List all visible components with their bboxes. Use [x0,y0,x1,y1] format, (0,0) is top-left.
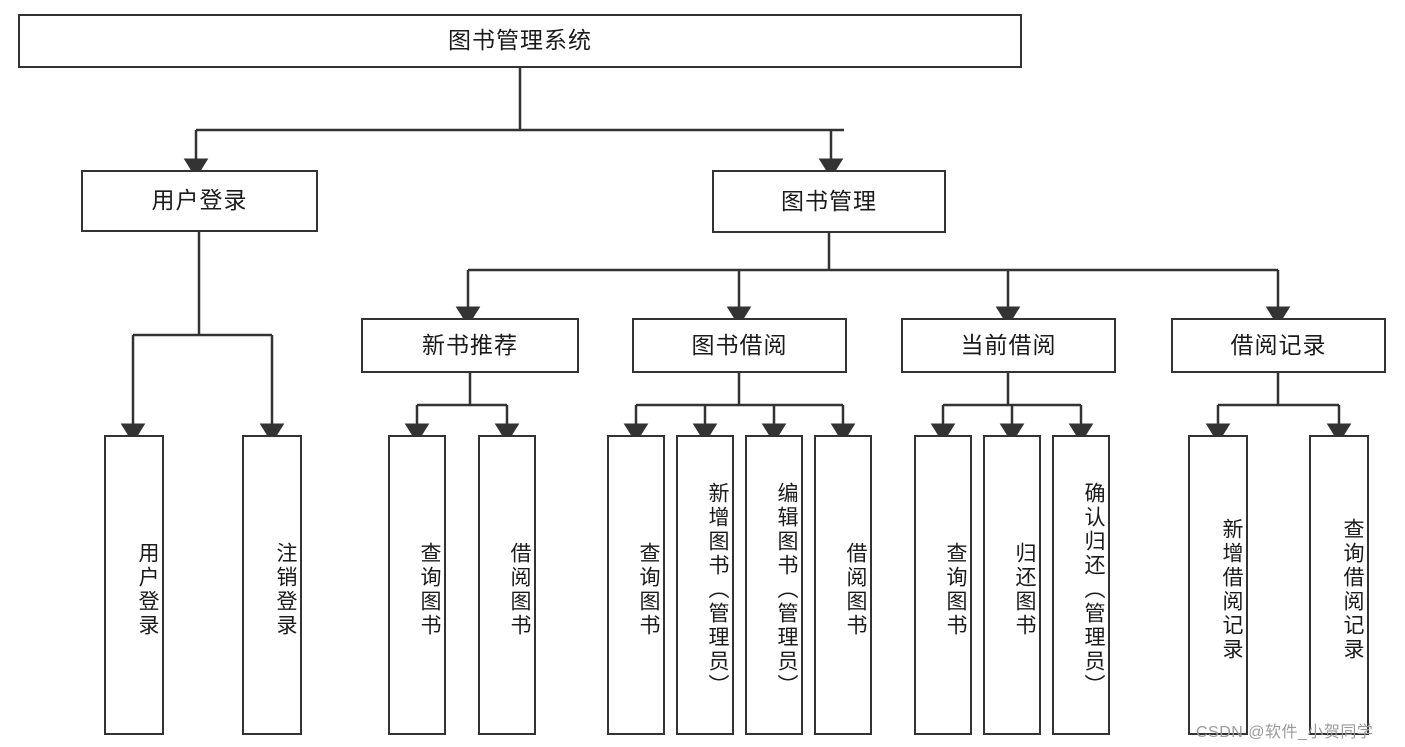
node-root[interactable]: 图书管理系统 [18,14,1022,68]
leaf-query-book-c-label: 查询图书 [944,542,967,638]
node-user-login-label: 用户登录 [151,187,248,214]
leaf-return-book[interactable]: 归还图书 [983,435,1041,735]
node-new-book-recommend[interactable]: 新书推荐 [361,318,579,373]
leaf-user-login[interactable]: 用户登录 [104,435,164,735]
node-borrow-record[interactable]: 借阅记录 [1171,318,1386,373]
leaf-borrow-book-b-label: 借阅图书 [844,542,867,638]
leaf-user-login-label: 用户登录 [136,542,159,638]
node-current-borrow-label: 当前借阅 [960,331,1057,358]
leaf-add-record-label: 新增借阅记录 [1220,518,1243,662]
node-user-login[interactable]: 用户登录 [81,170,318,232]
node-book-manage[interactable]: 图书管理 [712,170,946,233]
leaf-return-book-label: 归还图书 [1013,542,1036,638]
leaf-add-book-label: 新增图书（管理员） [706,482,729,698]
leaf-add-book[interactable]: 新增图书（管理员） [676,435,734,735]
leaf-edit-book[interactable]: 编辑图书（管理员） [745,435,803,735]
watermark: CSDN @软件_小贺同学 [1196,724,1374,741]
leaf-user-logout-label: 注销登录 [274,542,297,638]
node-book-borrow[interactable]: 图书借阅 [632,318,847,373]
node-borrow-record-label: 借阅记录 [1230,331,1327,358]
node-new-book-recommend-label: 新书推荐 [422,331,518,358]
leaf-borrow-book-b[interactable]: 借阅图书 [814,435,872,735]
leaf-confirm-return[interactable]: 确认归还（管理员） [1052,435,1110,735]
leaf-query-record[interactable]: 查询借阅记录 [1309,435,1369,735]
leaf-borrow-book-a-label: 借阅图书 [508,542,531,638]
leaf-query-book-a-label: 查询图书 [418,542,441,638]
node-book-borrow-label: 图书借阅 [691,331,788,358]
leaf-query-book-b-label: 查询图书 [637,542,660,638]
leaf-query-book-b[interactable]: 查询图书 [607,435,665,735]
leaf-add-record[interactable]: 新增借阅记录 [1188,435,1248,735]
leaf-query-book-a[interactable]: 查询图书 [388,435,446,735]
node-root-label: 图书管理系统 [448,27,592,54]
node-book-manage-label: 图书管理 [781,187,877,214]
leaf-query-record-label: 查询借阅记录 [1341,518,1364,662]
leaf-edit-book-label: 编辑图书（管理员） [775,482,798,698]
leaf-borrow-book-a[interactable]: 借阅图书 [478,435,536,735]
leaf-query-book-c[interactable]: 查询图书 [914,435,972,735]
leaf-user-logout[interactable]: 注销登录 [242,435,302,735]
node-current-borrow[interactable]: 当前借阅 [901,318,1116,373]
leaf-confirm-return-label: 确认归还（管理员） [1082,482,1105,698]
